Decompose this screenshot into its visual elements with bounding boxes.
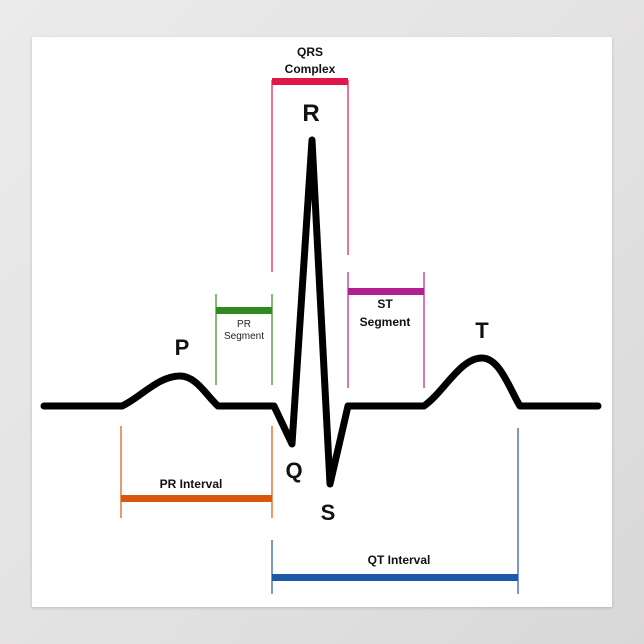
st-segment-label-line1: ST	[377, 297, 393, 311]
q-wave-label: Q	[285, 458, 302, 483]
pr-interval-bar	[121, 495, 272, 502]
p-wave-label: P	[175, 335, 190, 360]
ecg-trace	[40, 136, 602, 488]
qrs-label-line2: Complex	[285, 62, 336, 76]
t-wave-label: T	[475, 318, 489, 343]
pr-interval-label: PR Interval	[160, 477, 223, 491]
pr-segment-label-line1: PR	[237, 319, 251, 330]
qrs-label-line1: QRS	[297, 45, 323, 59]
st-segment-label-line2: Segment	[360, 315, 411, 329]
st-segment-bar	[348, 288, 424, 295]
pr-segment-label-line2: Segment	[224, 331, 264, 342]
pr-segment-bar	[216, 307, 272, 314]
qt-interval-bar	[272, 574, 518, 581]
qt-interval-label: QT Interval	[368, 553, 431, 567]
r-wave-label: R	[302, 100, 319, 127]
s-wave-label: S	[321, 500, 336, 525]
qrs-complex-bar	[272, 78, 348, 85]
